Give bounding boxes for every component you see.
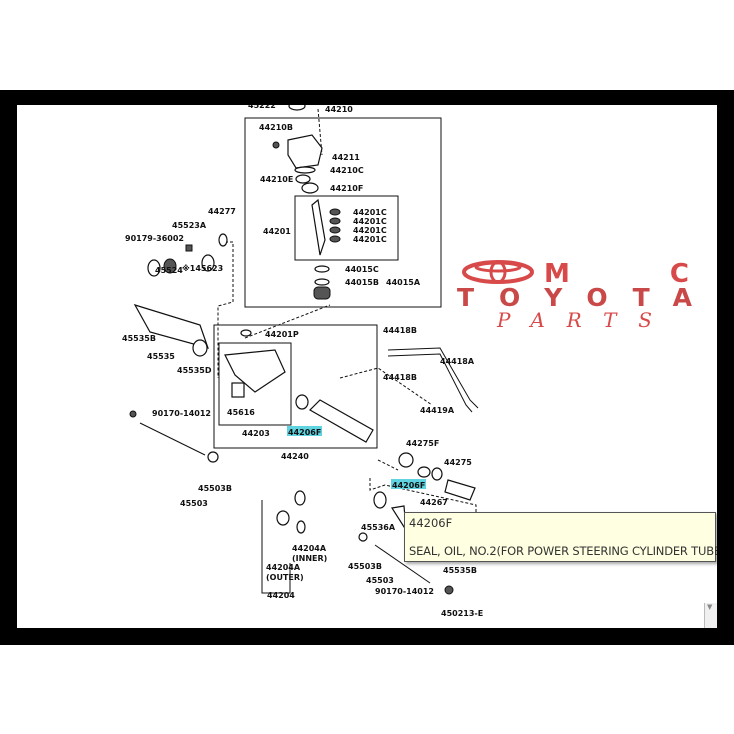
part-label[interactable]: 45535B [443,566,477,575]
part-tooltip: 44206F SEAL, OIL, NO.2(FOR POWER STEERIN… [404,512,717,562]
highlight-44206F-a [287,426,322,436]
part-label[interactable]: 44210B [259,123,293,132]
tooltip-description: SEAL, OIL, NO.2(FOR POWER STEERING CYLIN… [409,544,717,558]
part-label[interactable]: 44267 [420,498,448,507]
part-label[interactable]: 45503B [198,484,232,493]
part-label[interactable]: 44275F [406,439,439,448]
part-label[interactable]: 44204 [267,591,295,600]
part-label[interactable]: 45524 [155,266,183,275]
part-label[interactable]: 44210 [325,105,353,114]
part-label[interactable]: 44240 [281,452,309,461]
part-label-highlighted[interactable]: 44206F [392,481,425,490]
part-label[interactable]: 44210F [330,184,363,193]
bracket-44204 [261,500,291,594]
part-label[interactable]: (INNER) [292,554,327,563]
part-label[interactable]: 44418B [383,373,417,382]
box-44201 [294,195,399,261]
part-label[interactable]: 44277 [208,207,236,216]
box-44210 [244,117,442,308]
parts-diagram-viewer[interactable]: MC TOYOTA PARTS [17,105,717,628]
part-label[interactable]: 45535B [122,334,156,343]
box-44240 [213,324,378,449]
part-label[interactable]: (OUTER) [266,573,304,582]
gear-housing-parts [129,105,479,595]
part-label[interactable]: 44201C [353,208,387,217]
part-label[interactable]: 44203 [242,429,270,438]
part-label-highlighted[interactable]: 44206F [288,428,321,437]
part-label[interactable]: 44210C [330,166,364,175]
part-label[interactable]: 45536A [361,523,396,532]
highlight-44206F-b [391,479,426,489]
part-label[interactable]: 44418B [383,326,417,335]
part-label[interactable]: 45503 [366,576,394,585]
part-label[interactable]: 44204A [266,563,301,572]
part-label[interactable]: 44201P [265,330,299,339]
part-label[interactable]: 44418A [440,357,475,366]
logo-parts: PARTS [496,308,652,332]
vertical-scrollbar[interactable]: ▼ [704,603,717,628]
part-label[interactable]: 44211 [332,153,360,162]
parts-diagram: MC TOYOTA PARTS [122,105,693,618]
part-label[interactable]: 45222 [248,105,276,110]
part-label[interactable]: 44201 [263,227,291,236]
logo-mc: MC [544,259,689,289]
part-label[interactable]: 44015C [345,265,379,274]
part-label[interactable]: 45535D [177,366,212,375]
part-label[interactable]: 44419A [420,406,455,415]
part-label[interactable]: 45523A [172,221,207,230]
part-label[interactable]: 90170-14012 [152,409,211,418]
part-label[interactable]: 45616 [227,408,255,417]
part-label[interactable]: 45503B [348,562,382,571]
toyota-logo: MC TOYOTA PARTS [457,259,693,332]
part-label[interactable]: 44201C [353,226,387,235]
part-label[interactable]: ※145623 [182,263,223,273]
part-label[interactable]: 90179-36002 [125,234,184,243]
part-label[interactable]: 44015A [386,278,421,287]
scroll-down-arrow-icon[interactable]: ▼ [707,603,713,611]
diagram-code: 450213-E [441,609,483,618]
part-label[interactable]: 44201C [353,217,387,226]
part-labels: 45222 44210 44210B 44211 44210C 44210E 4… [122,105,483,618]
part-label[interactable]: 44204A [292,544,327,553]
part-label[interactable]: 90170-14012 [375,587,434,596]
part-label[interactable]: 44201C [353,235,387,244]
part-label[interactable]: 45503 [180,499,208,508]
part-label[interactable]: 44015B [345,278,379,287]
tooltip-part-number: 44206F [409,516,453,530]
part-label[interactable]: 44210E [260,175,293,184]
part-label[interactable]: 45535 [147,352,175,361]
part-label[interactable]: 44275 [444,458,472,467]
box-44203 [218,342,292,426]
